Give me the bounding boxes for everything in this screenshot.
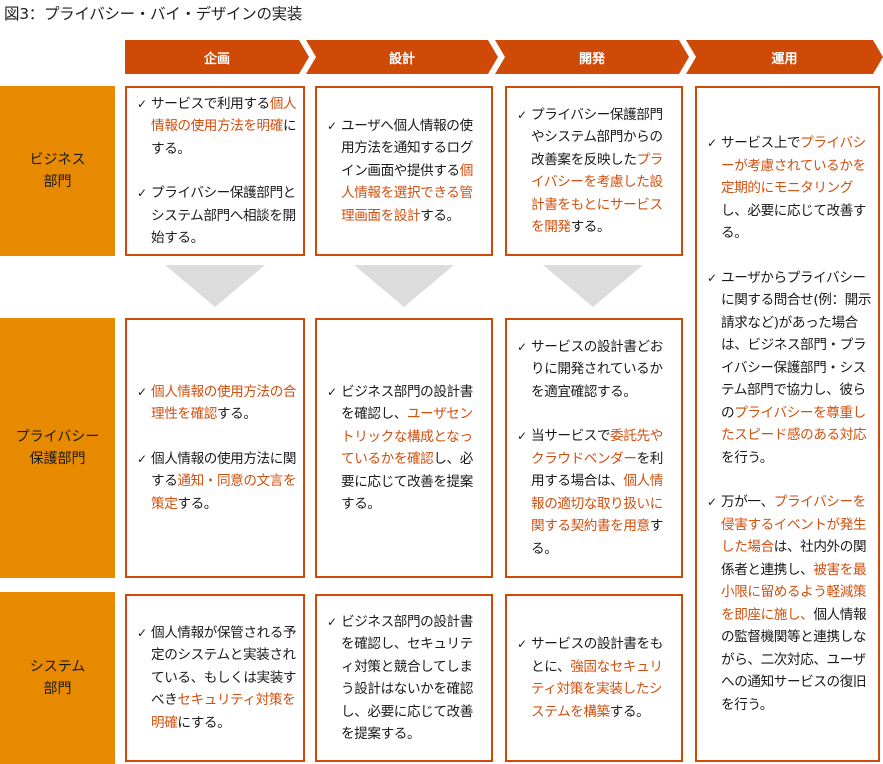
highlighted-text: セキュリティ対策を明確 <box>151 692 296 731</box>
check-icon: ✓ <box>137 96 147 111</box>
body-text: サービスで利用する <box>151 95 270 112</box>
phase-development: 開発 <box>495 40 689 74</box>
check-icon: ✓ <box>707 136 717 150</box>
body-text: 個人情報が保管される予定のシステムと実装されている、もしくは実装すべき <box>151 624 297 709</box>
highlighted-text: プライバシーを考慮した設計書をもとにサービスを開発 <box>531 151 663 236</box>
highlighted-text: プライバシーを尊重したスピード感のある対応 <box>721 404 867 444</box>
check-icon: ✓ <box>137 384 147 399</box>
cell-privacy-development: ✓ サービスの設計書どおりに開発されているかを適宜確認する。 ✓ 当サービスで委託先や… <box>505 318 683 578</box>
body-text: する。 <box>531 518 663 557</box>
highlighted-text: プライバシーを侵害するイベントが発生した場合 <box>721 494 867 555</box>
bullet-item: ✓ 万が一、プライバシーを侵害するイベントが発生した場合は、社内外の関係者と連携し… <box>707 491 872 716</box>
arrow-down-icon <box>354 265 454 307</box>
check-icon: ✓ <box>517 339 527 354</box>
highlighted-text: 個人情報の使用方法を明確 <box>151 95 297 135</box>
body-text: する。 <box>609 703 650 720</box>
highlighted-text: 個人情報の適切な取り扱いに関する契約書を用意 <box>531 473 663 535</box>
bullet-item: ✓ ユーザへ個人情報の使用方法を通知するログイン画面や提供する個人情報を選択できる… <box>327 115 485 228</box>
cell-business-development: ✓ プライバシー保護部門やシステム部門からの改善案を反映したプライバシーを考慮した… <box>505 86 683 256</box>
phase-label: 運用 <box>771 51 798 67</box>
highlighted-text: ユーザセントリックな構成となっているかを確認 <box>341 406 473 467</box>
bullet-item: ✓ プライバシー保護部門とシステム部門へ相談を開始する。 <box>137 182 297 250</box>
cell-system-planning: ✓ 個人情報が保管される予定のシステムと実装されている、もしくは実装すべきセキュリ… <box>125 594 305 762</box>
cell-system-development: ✓ サービスの設計書をもとに、強固なセキュリティ対策を実装したシステムを構築する。 <box>505 594 683 762</box>
bullet-item: ✓ サービスで利用する個人情報の使用方法を明確にする。 <box>137 93 297 161</box>
check-icon: ✓ <box>327 614 337 629</box>
check-icon: ✓ <box>137 451 147 466</box>
bullet-item: ✓ サービス上でプライバシーが考慮されているかを定期的にモニタリングし、必要に応じ… <box>707 132 872 245</box>
body-text: 個人情報の使用方法に関する <box>151 450 297 490</box>
check-icon: ✓ <box>517 637 527 651</box>
body-text: サービスの設計書どおりに開発されているかを適宜確認する。 <box>531 338 663 400</box>
bullet-item: ✓ 個人情報の使用方法に関する通知・同意の文言を策定する。 <box>137 448 297 516</box>
body-text: を行う。 <box>721 449 773 466</box>
body-text: する。 <box>420 207 460 224</box>
check-icon: ✓ <box>517 107 527 122</box>
body-text: し、必要に応じて改善する。 <box>721 202 867 242</box>
phase-planning: 企画 <box>125 40 309 74</box>
highlighted-text: 通知・同意の文言を策定 <box>151 473 297 512</box>
bullet-item: ✓ ビジネス部門の設計書を確認し、セキュリティ対策と競合してしまう設計はないかを確… <box>327 611 485 746</box>
highlighted-text: 強固なセキュリティ対策を実装したシステムを構築 <box>531 658 663 720</box>
figure-title: 図3：プライバシー・バイ・デザインの実装 <box>4 5 303 23</box>
cell-business-design: ✓ ユーザへ個人情報の使用方法を通知するログイン画面や提供する個人情報を選択できる… <box>315 86 493 256</box>
body-text: ビジネス部門の設計書を確認し、 <box>341 383 473 423</box>
body-text: にする。 <box>151 118 297 157</box>
highlighted-text: プライバシーが考慮されているかを定期的にモニタリング <box>721 135 866 196</box>
row-label-business: ビジネス 部門 <box>0 86 115 256</box>
cell-operation-all-departments: ✓ サービス上でプライバシーが考慮されているかを定期的にモニタリングし、必要に応じ… <box>695 86 880 762</box>
check-icon: ✓ <box>137 186 147 200</box>
body-text: する。 <box>216 406 257 423</box>
body-text: サービスの設計書をもとに、 <box>531 636 663 675</box>
check-icon: ✓ <box>137 625 147 640</box>
arrow-down-icon <box>543 265 643 307</box>
body-text: サービス上で <box>721 135 801 151</box>
check-icon: ✓ <box>707 495 717 509</box>
check-icon: ✓ <box>327 118 337 133</box>
body-text: にする。 <box>177 714 231 731</box>
row-label-system: システム 部門 <box>0 592 115 764</box>
phase-design: 設計 <box>306 40 498 74</box>
phase-label: 開発 <box>578 51 605 67</box>
bullet-item: ✓ サービスの設計書どおりに開発されているかを適宜確認する。 <box>517 336 675 404</box>
body-text: 当サービスで <box>531 428 611 445</box>
phase-operation: 運用 <box>686 40 883 74</box>
body-text: ユーザへ個人情報の使用方法を通知するログイン画面や提供する <box>341 117 473 179</box>
body-text: を利用する場合は、 <box>531 450 663 490</box>
highlighted-text: 委託先やクラウドベンダー <box>531 428 663 467</box>
highlighted-text: 個人情報の使用方法の合理性を確認 <box>151 383 297 423</box>
arrow-down-icon <box>165 265 265 307</box>
body-text: ビジネス部門の設計書を確認し、セキュリティ対策と競合してしまう設計はないかを確認… <box>341 613 473 743</box>
body-text: 個人情報の監督機関等と連携しながら、二次対応、ユーザへの通知サービスの復旧を行う… <box>721 606 867 713</box>
phase-label: 企画 <box>203 51 230 67</box>
bullet-item: ✓ 個人情報が保管される予定のシステムと実装されている、もしくは実装すべきセキュリ… <box>137 622 297 735</box>
cell-system-design: ✓ ビジネス部門の設計書を確認し、セキュリティ対策と競合してしまう設計はないかを確… <box>315 594 493 762</box>
row-label-privacy: プライバシー 保護部門 <box>0 318 115 578</box>
body-text: プライバシー保護部門とシステム部門へ相談を開始する。 <box>151 185 296 246</box>
body-text: プライバシー保護部門やシステム部門からの改善案を反映した <box>531 106 663 168</box>
cell-privacy-planning: ✓個人情報の使用方法の合理性を確認する。✓個人情報の使用方法に関する通知・同意の… <box>125 318 305 578</box>
check-icon: ✓ <box>707 270 717 285</box>
cell-business-planning: ✓ サービスで利用する個人情報の使用方法を明確にする。 ✓ プライバシー保護部門とシス… <box>125 86 305 256</box>
body-text: は、社内外の関係者と連携し、 <box>721 539 867 578</box>
bullet-item: ✓ プライバシー保護部門やシステム部門からの改善案を反映したプライバシーを考慮した… <box>517 104 675 239</box>
bullet-item: ✓ 当サービスで委託先やクラウドベンダーを利用する場合は、個人情報の適切な取り扱い… <box>517 425 675 560</box>
phase-label: 設計 <box>388 51 415 67</box>
body-text: ユーザからプライバシーに関する問合せ(例：開示請求など)があった場合は、ビジネス… <box>721 269 872 421</box>
body-text: する。 <box>177 495 217 512</box>
body-text: し、必要に応じて改善を提案する。 <box>341 451 473 512</box>
bullet-item: ✓ ビジネス部門の設計書を確認し、ユーザセントリックな構成となっているかを確認し、… <box>327 381 485 516</box>
cell-privacy-design: ✓ ビジネス部門の設計書を確認し、ユーザセントリックな構成となっているかを確認し、… <box>315 318 493 578</box>
highlighted-text: 個人情報を選択できる管理画面を設計 <box>341 162 473 224</box>
bullet-item: ✓ ユーザからプライバシーに関する問合せ(例：開示請求など)があった場合は、ビジネ… <box>707 267 872 470</box>
body-text: する。 <box>570 219 611 235</box>
check-icon: ✓ <box>517 429 527 444</box>
check-icon: ✓ <box>327 384 337 399</box>
bullet-item: ✓ サービスの設計書をもとに、強固なセキュリティ対策を実装したシステムを構築する。 <box>517 633 675 723</box>
bullet-item: ✓ 個人情報の使用方法の合理性を確認する。 <box>137 381 297 426</box>
highlighted-text: 被害を最小限に留めるよう軽減策を即座に施し、 <box>721 561 867 623</box>
body-text: 万が一、 <box>721 494 774 510</box>
